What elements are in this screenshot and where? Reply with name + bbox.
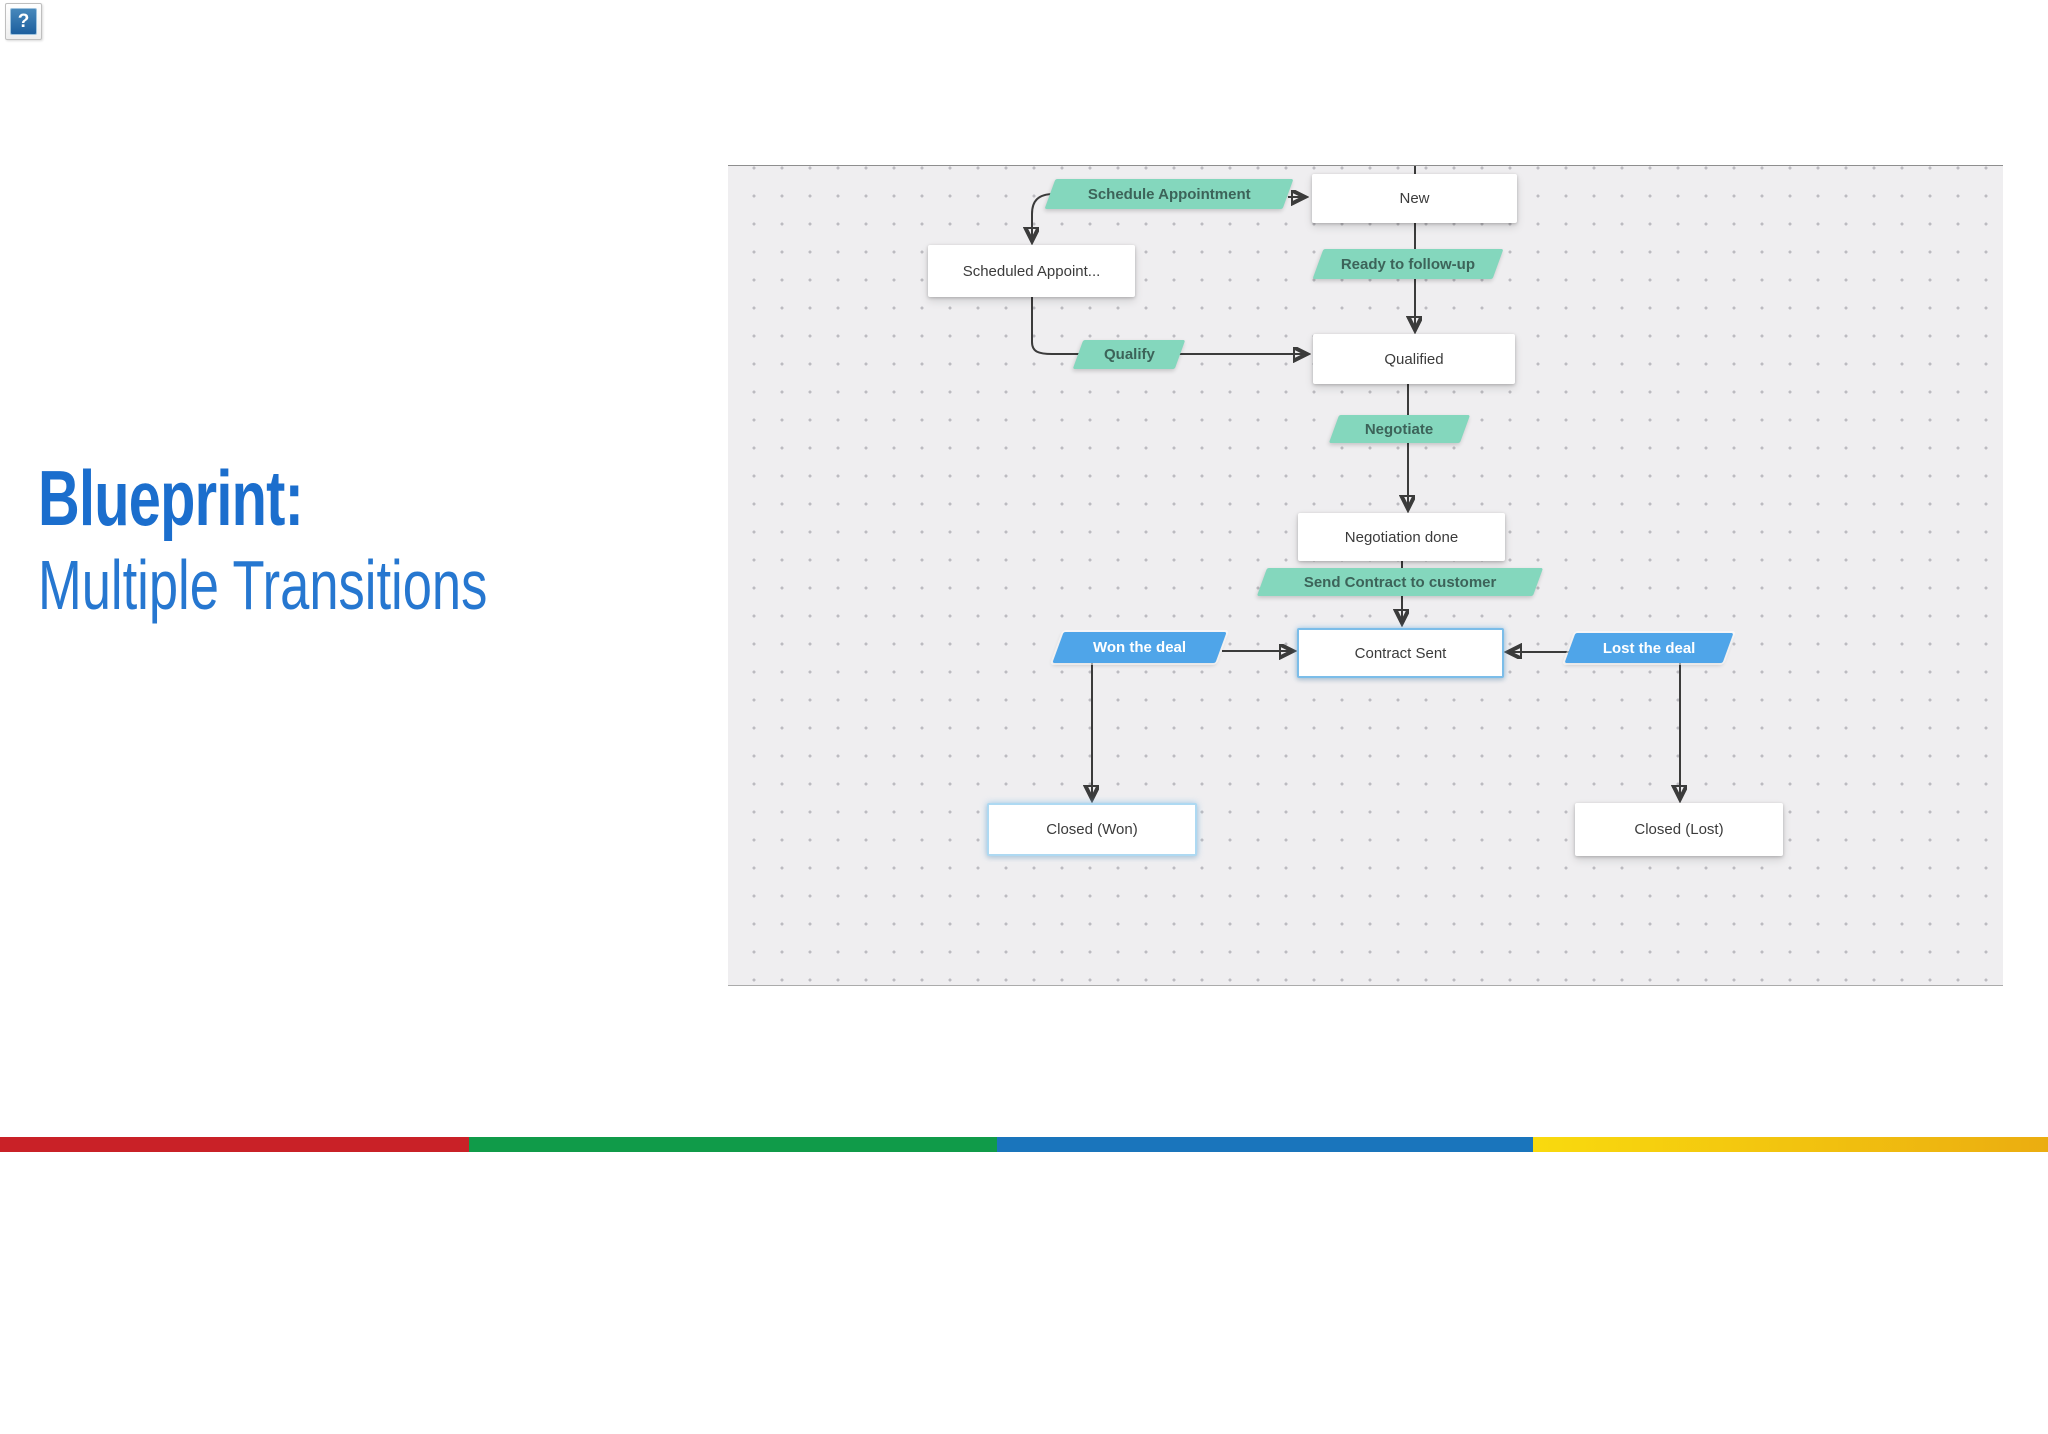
state-label: Negotiation done <box>1344 528 1459 546</box>
page-title: Blueprint: <box>38 454 304 542</box>
footer-bar-segment-green <box>469 1137 997 1152</box>
page-subtitle: Multiple Transitions <box>38 546 488 625</box>
transition-label: Send Contract to customer <box>1303 573 1497 591</box>
transition-schedule-appointment: Schedule Appointment <box>1044 179 1294 209</box>
transition-label: Schedule Appointment <box>1087 185 1251 203</box>
footer-bar-segment-red <box>0 1137 469 1152</box>
title-block: Blueprint: Multiple Transitions <box>38 454 637 625</box>
transition-send-contract-to-customer: Send Contract to customer <box>1256 568 1544 596</box>
transition-label: Won the deal <box>1092 639 1187 656</box>
state-label: Closed (Won) <box>1046 821 1138 838</box>
state-negotiation-done: Negotiation done <box>1298 513 1505 561</box>
transition-ready-to-follow-up: Ready to follow-up <box>1312 249 1504 279</box>
connector-scheduled-to-qualified <box>1031 297 1306 354</box>
state-label: Qualified <box>1384 350 1444 368</box>
state-closed-won: Closed (Won) <box>987 803 1197 856</box>
state-label: Closed (Lost) <box>1634 821 1724 838</box>
state-contract-sent: Contract Sent <box>1297 628 1504 678</box>
state-label: Scheduled Appoint... <box>962 262 1101 280</box>
footer-bar-segment-blue <box>997 1137 1533 1152</box>
transition-label: Qualify <box>1103 346 1155 363</box>
transition-label: Ready to follow-up <box>1340 255 1476 273</box>
help-button[interactable]: ? <box>5 3 42 40</box>
state-scheduled-appointment: Scheduled Appoint... <box>928 245 1135 297</box>
transition-qualify: Qualify <box>1072 340 1186 369</box>
state-qualified: Qualified <box>1313 334 1515 384</box>
transition-won-the-deal: Won the deal <box>1052 632 1227 663</box>
footer-color-bar <box>0 1137 2048 1152</box>
blueprint-canvas: New Scheduled Appoint... Qualified Negot… <box>728 165 2003 986</box>
state-label: New <box>1399 190 1430 207</box>
state-label: Contract Sent <box>1354 644 1447 662</box>
transition-label: Lost the deal <box>1602 639 1696 657</box>
question-mark-icon: ? <box>10 8 37 35</box>
transition-lost-the-deal: Lost the deal <box>1564 633 1734 663</box>
state-closed-lost: Closed (Lost) <box>1575 803 1783 856</box>
state-new: New <box>1312 174 1517 223</box>
footer-bar-segment-yellow <box>1533 1137 2048 1152</box>
transition-negotiate: Negotiate <box>1328 415 1471 443</box>
transition-label: Negotiate <box>1365 420 1434 438</box>
